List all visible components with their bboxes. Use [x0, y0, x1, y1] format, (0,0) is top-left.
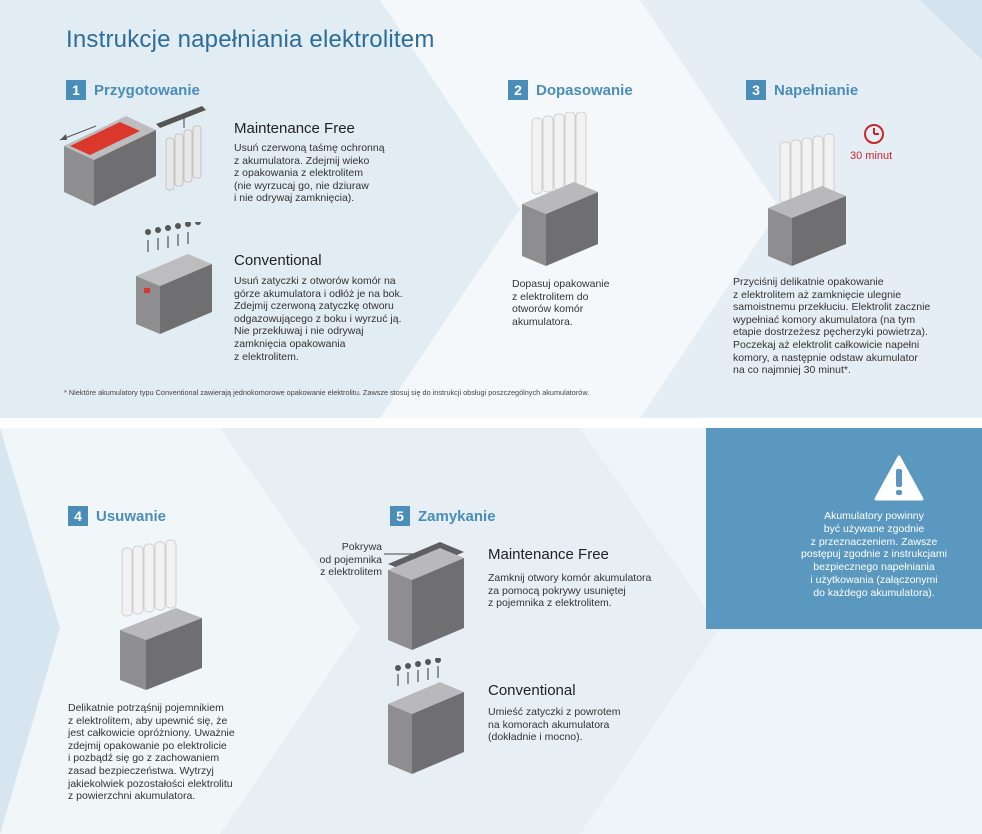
battery-closed-lid-illustration [384, 542, 464, 650]
step1-mf-title: Maintenance Free [234, 120, 355, 137]
step4-text: Delikatnie potrząśnij pojemnikiem z elek… [68, 702, 235, 803]
step5-mf-text: Zamknij otwory komór akumulatora za pomo… [488, 572, 652, 610]
bottom-panel [0, 428, 982, 834]
battery-tape-removal-illustration [59, 106, 206, 206]
step-label: Napełnianie [774, 81, 859, 99]
top-panel: Instrukcje napełniania elektrolitem 1 Pr… [0, 0, 982, 418]
step5-mf-title: Maintenance Free [488, 546, 609, 563]
step-label: Zamykanie [418, 507, 496, 525]
step-label: Dopasowanie [536, 81, 633, 99]
step-number: 1 [66, 80, 86, 100]
step-5-header: 5 Zamykanie [390, 506, 496, 526]
step2-text: Dopasuj opakowanie z elektrolitem do otw… [512, 278, 610, 328]
chevron-background [0, 428, 982, 834]
step-3-header: 3 Napełnianie [746, 80, 858, 100]
warning-box [706, 428, 982, 629]
step-4-header: 4 Usuwanie [68, 506, 166, 526]
step-label: Usuwanie [96, 507, 167, 525]
chevron-background [0, 0, 982, 418]
step3-text: Przyciśnij delikatnie opakowanie z elekt… [733, 276, 931, 377]
step-1-header: 1 Przygotowanie [66, 80, 200, 100]
warning-icon [874, 455, 924, 501]
battery-filling-illustration [768, 133, 846, 266]
battery-removal-illustration [120, 539, 202, 690]
step1-mf-text: Usuń czerwoną taśmę ochronną z akumulato… [234, 142, 385, 205]
step-number: 3 [746, 80, 766, 100]
page-title: Instrukcje napełniania elektrolitem [66, 26, 435, 53]
step1-conv-text: Usuń zatyczki z otworów komór na górze a… [234, 275, 403, 363]
battery-caps-reinsert-illustration [388, 658, 464, 774]
battery-with-electrolyte-illustration [522, 112, 598, 266]
timer-label: 30 minut [850, 150, 893, 162]
clock-icon [864, 124, 884, 144]
lid-callout: Pokrywa od pojemnika z elektrolitem [319, 541, 382, 579]
step-number: 2 [508, 80, 528, 100]
conventional-battery-caps-illustration [136, 222, 212, 334]
step-number: 5 [390, 506, 410, 526]
step-number: 4 [68, 506, 88, 526]
warning-text: Akumulatory powinny być używane zgodnie … [801, 510, 947, 599]
step5-conv-title: Conventional [488, 682, 576, 699]
step-2-header: 2 Dopasowanie [508, 80, 633, 100]
step5-conv-text: Umieść zatyczki z powrotem na komorach a… [488, 706, 621, 744]
step-label: Przygotowanie [94, 81, 200, 99]
step1-conv-title: Conventional [234, 252, 322, 269]
footnote: * Niektóre akumulatory typu Conventional… [64, 388, 590, 397]
